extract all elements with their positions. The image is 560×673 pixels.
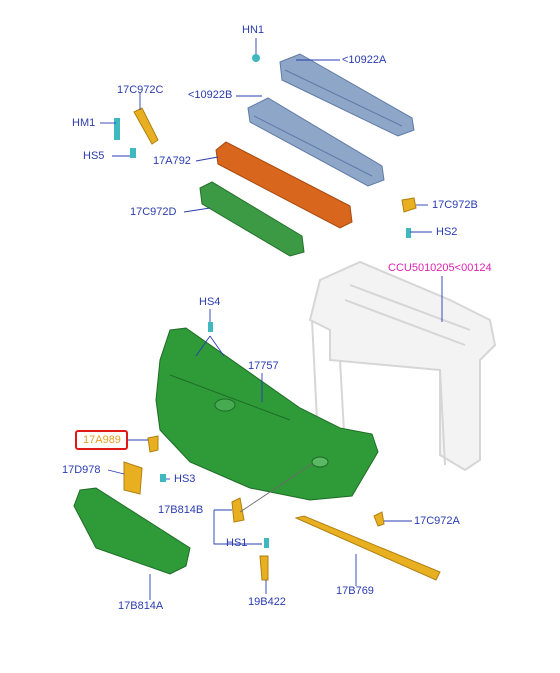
clip-HN1 — [252, 54, 260, 62]
label-17C972B: 17C972B — [432, 199, 478, 211]
leader-lines — [100, 38, 443, 600]
reinforcement-10922B — [247, 97, 385, 187]
clip-HS4 — [208, 322, 213, 332]
label-17C972C: 17C972C — [117, 84, 164, 96]
label-10922A: <10922A — [342, 54, 387, 66]
label-HM1: HM1 — [72, 117, 96, 129]
label-17A989: 17A989 — [83, 434, 121, 446]
clip-HS5 — [130, 148, 136, 158]
bumper-cover-17757 — [155, 327, 379, 501]
bracket-17C972B — [401, 197, 417, 213]
label-17B814A: 17B814A — [118, 600, 164, 612]
clip-HS1 — [264, 538, 269, 548]
label-HS5: HS5 — [83, 150, 105, 162]
label-17C972D: 17C972D — [130, 206, 177, 218]
strip-17B769 — [294, 515, 441, 581]
bracket-17C972C — [133, 107, 159, 145]
grille-17B814A — [73, 487, 191, 575]
highlighted-part-label[interactable]: 17A989 — [75, 430, 128, 450]
part-17A989 — [147, 435, 159, 453]
label-17C972A: 17C972A — [414, 515, 460, 527]
label-HS4: HS4 — [199, 296, 221, 308]
label-HN1: HN1 — [242, 24, 265, 36]
label-17A792: 17A792 — [153, 155, 191, 167]
bracket-17C972A — [373, 511, 385, 527]
bracket-17B814B — [231, 497, 245, 523]
label-HS3: HS3 — [174, 473, 196, 485]
label-17B814B: 17B814B — [158, 504, 204, 516]
radiator-support — [308, 260, 497, 472]
clip-HM1 — [114, 118, 120, 140]
label-17B769: 17B769 — [336, 585, 374, 597]
label-CCU: CCU5010205<00124 — [388, 262, 492, 274]
plate-17D978 — [123, 461, 143, 495]
reinforcement-10922A — [279, 53, 415, 137]
clip-HS3 — [160, 474, 166, 482]
label-10922B: <10922B — [188, 89, 233, 101]
part-19B422 — [259, 555, 269, 581]
label-HS1: HS1 — [226, 537, 248, 549]
absorber-17A792 — [215, 141, 353, 229]
label-19B422: 19B422 — [248, 596, 286, 608]
label-17D978: 17D978 — [62, 464, 101, 476]
label-HS2: HS2 — [436, 226, 458, 238]
label-17757: 17757 — [248, 360, 279, 372]
clip-HS2 — [406, 228, 411, 238]
bracket-17C972D — [199, 181, 305, 257]
